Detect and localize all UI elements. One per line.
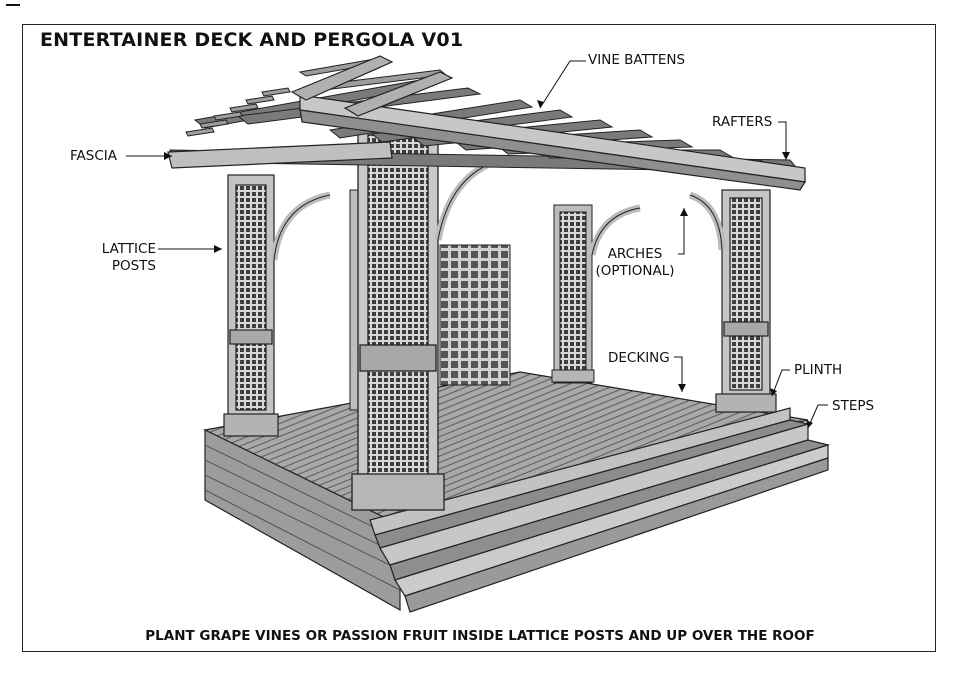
label-steps: STEPS — [832, 398, 875, 414]
fascia-beams — [167, 94, 806, 191]
label-arches-line1: ARCHES — [607, 246, 663, 262]
front-left-post — [223, 174, 279, 437]
label-fascia: FASCIA — [70, 148, 117, 164]
label-arches-line2: (OPTIONAL) — [595, 263, 675, 279]
drawing-border — [22, 24, 936, 652]
label-rafters: RAFTERS — [712, 114, 773, 130]
top-beam — [290, 55, 454, 117]
steps — [369, 407, 831, 613]
label-lattice-line2: POSTS — [111, 258, 156, 274]
front-center-post — [351, 121, 445, 511]
label-arches: ARCHES (OPTIONAL) — [592, 246, 678, 280]
front-right-post — [715, 189, 777, 413]
back-screen — [439, 244, 511, 386]
back-right-post — [551, 204, 595, 384]
leader-lines — [126, 60, 828, 429]
leader-arrowheads — [164, 100, 813, 428]
label-vine-battens: VINE BATTENS — [588, 52, 686, 68]
label-lattice-posts: LATTICE POSTS — [86, 241, 156, 275]
label-lattice-line1: LATTICE — [101, 241, 156, 257]
label-decking: DECKING — [608, 350, 670, 366]
sheet-corner-mark — [6, 4, 20, 6]
footer-note: PLANT GRAPE VINES OR PASSION FRUIT INSID… — [145, 628, 815, 644]
label-plinth: PLINTH — [794, 362, 843, 378]
drawing-title: ENTERTAINER DECK AND PERGOLA V01 — [40, 29, 464, 51]
